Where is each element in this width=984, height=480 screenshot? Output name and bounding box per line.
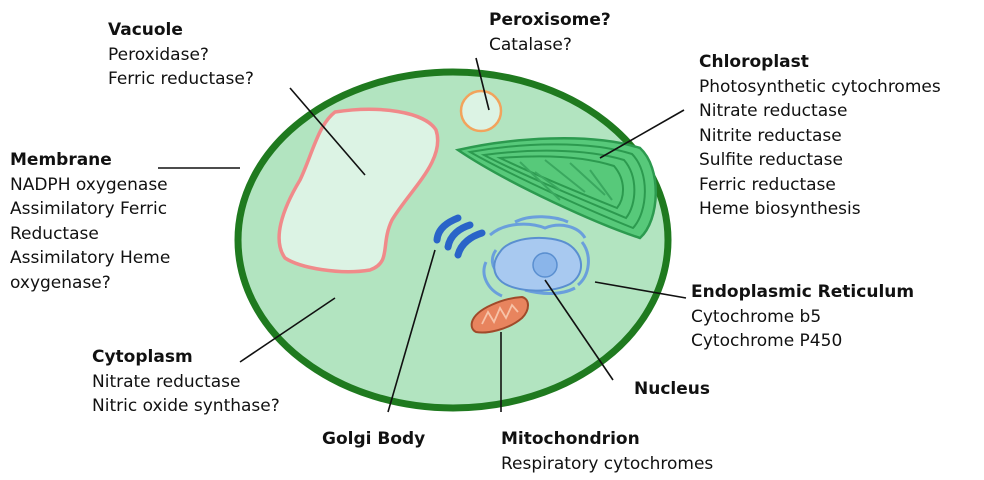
label-golgi-body: Golgi Body (322, 427, 425, 452)
golgi-title: Golgi Body (322, 427, 425, 452)
chloroplast-title: Chloroplast (699, 50, 941, 75)
mitochondrion-enzyme: Respiratory cytochromes (501, 452, 713, 477)
membrane-enzyme: oxygenase? (10, 271, 170, 296)
peroxisome-enzyme: Catalase? (489, 33, 611, 58)
label-cytoplasm: Cytoplasm Nitrate reductase Nitric oxide… (92, 345, 280, 419)
vacuole-title: Vacuole (108, 18, 254, 43)
cytoplasm-title: Cytoplasm (92, 345, 280, 370)
er-enzyme: Cytochrome b5 (691, 305, 914, 330)
peroxisome-title: Peroxisome? (489, 8, 611, 33)
label-peroxisome: Peroxisome? Catalase? (489, 8, 611, 57)
chloroplast-enzyme: Ferric reductase (699, 173, 941, 198)
cytoplasm-enzyme: Nitric oxide synthase? (92, 394, 280, 419)
label-membrane: Membrane NADPH oxygenase Assimilatory Fe… (10, 148, 170, 295)
chloroplast-enzyme: Nitrate reductase (699, 99, 941, 124)
label-mitochondrion: Mitochondrion Respiratory cytochromes (501, 427, 713, 476)
label-endoplasmic-reticulum: Endoplasmic Reticulum Cytochrome b5 Cyto… (691, 280, 914, 354)
chloroplast-enzyme: Sulfite reductase (699, 148, 941, 173)
vacuole-enzyme: Peroxidase? (108, 43, 254, 68)
membrane-enzyme: Reductase (10, 222, 170, 247)
er-title: Endoplasmic Reticulum (691, 280, 914, 305)
chloroplast-enzyme: Nitrite reductase (699, 124, 941, 149)
er-enzyme: Cytochrome P450 (691, 329, 914, 354)
chloroplast-enzyme: Heme biosynthesis (699, 197, 941, 222)
cytoplasm-enzyme: Nitrate reductase (92, 370, 280, 395)
label-chloroplast: Chloroplast Photosynthetic cytochromes N… (699, 50, 941, 222)
mitochondrion-title: Mitochondrion (501, 427, 713, 452)
vacuole-enzyme: Ferric reductase? (108, 67, 254, 92)
membrane-title: Membrane (10, 148, 170, 173)
membrane-enzyme: Assimilatory Heme (10, 246, 170, 271)
membrane-enzyme: NADPH oxygenase (10, 173, 170, 198)
nucleolus (533, 253, 557, 277)
nucleus-title: Nucleus (634, 377, 710, 402)
chloroplast-enzyme: Photosynthetic cytochromes (699, 75, 941, 100)
label-nucleus: Nucleus (634, 377, 710, 402)
label-vacuole: Vacuole Peroxidase? Ferric reductase? (108, 18, 254, 92)
peroxisome (461, 91, 501, 131)
membrane-enzyme: Assimilatory Ferric (10, 197, 170, 222)
